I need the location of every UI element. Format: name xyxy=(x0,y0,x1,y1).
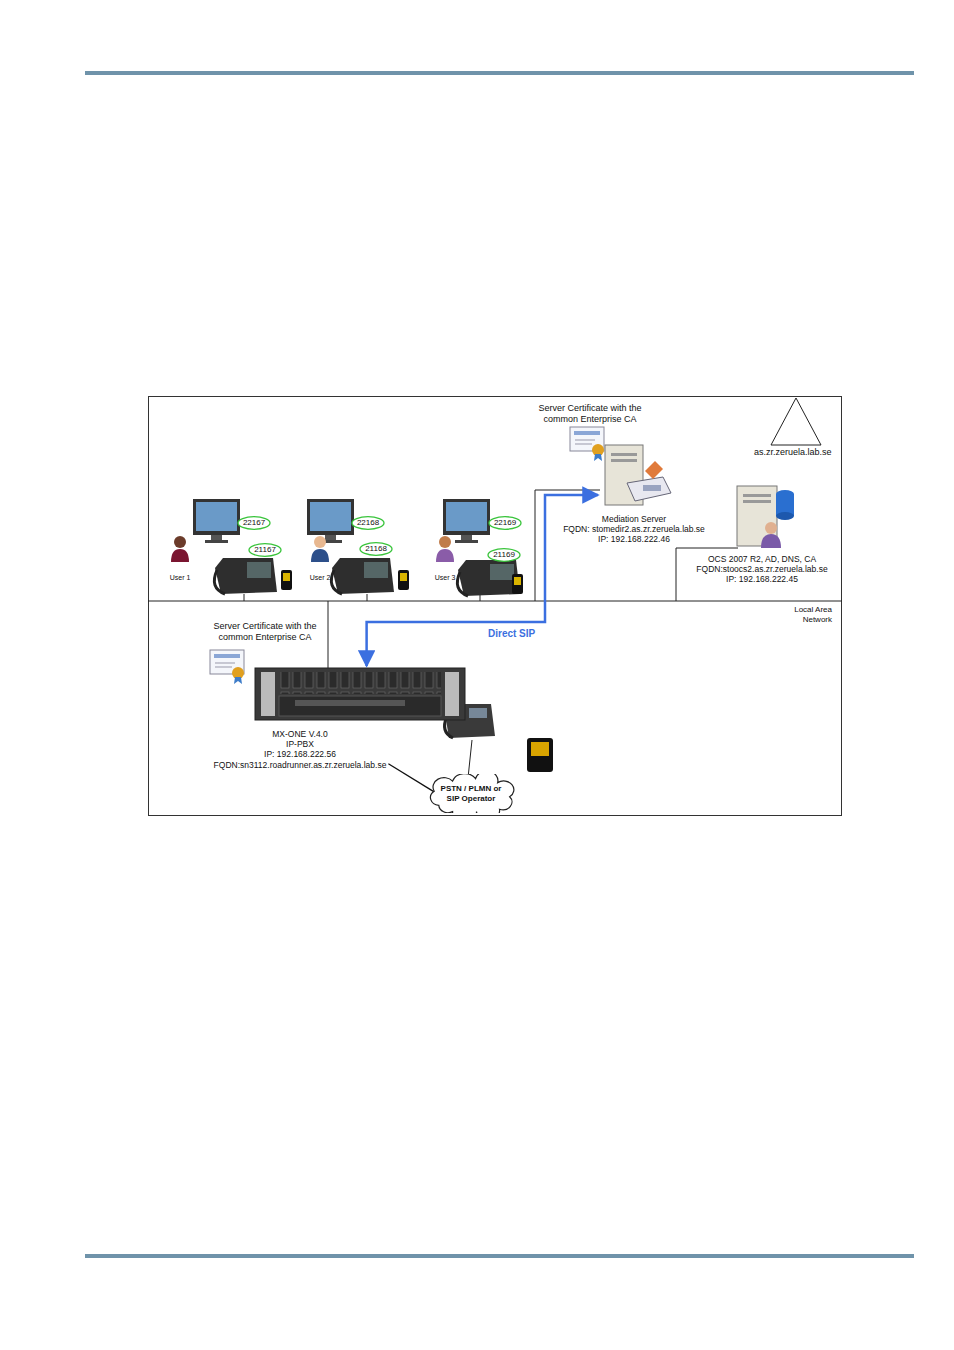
network-cloud: PSTN / PLMN or SIP Operator xyxy=(425,774,517,813)
node-text: Mediation Server xyxy=(563,514,705,524)
oval-outline xyxy=(489,517,521,530)
node-text: MX-ONE V.4.0 xyxy=(214,729,387,739)
desk-phones xyxy=(214,558,553,772)
trunk-line xyxy=(388,764,437,794)
server-box: OCS 2007 R2, AD, DNS, CAFQDN:stoocs2.as.… xyxy=(696,484,827,585)
node-text: 21168 xyxy=(359,542,393,556)
cloud-outline xyxy=(430,774,513,813)
note-label: Local Area Network xyxy=(782,605,832,624)
server-box: Mediation ServerFQDN: stomedir2.as.zr.ze… xyxy=(563,442,705,545)
ocs-server-icon xyxy=(737,486,794,548)
node-text: FQDN: stomedir2.as.zr.zeruela.lab.se xyxy=(563,524,705,534)
node-text: IP-PBX xyxy=(214,739,387,749)
note-label: User 1 xyxy=(169,574,191,582)
sip-trunk-arrow xyxy=(367,495,598,666)
oval-outline xyxy=(238,517,270,530)
node-text: 21167 xyxy=(248,543,282,557)
note-label: Server Certificate with the common Enter… xyxy=(205,621,325,643)
node-text: IP: 192.168.222.56 xyxy=(214,749,387,759)
node-text: FQDN:stoocs2.as.zr.zeruela.lab.se xyxy=(696,564,827,574)
header-rule xyxy=(85,71,914,75)
extension-oval: 22168 xyxy=(351,516,385,530)
extension-oval: 21169 xyxy=(487,548,521,562)
oval-outline xyxy=(352,517,384,530)
server-box: MX-ONE V.4.0IP-PBXIP: 192.168.222.56FQDN… xyxy=(214,666,387,770)
mx-one-chassis xyxy=(255,668,465,720)
node-text: IP: 192.168.222.46 xyxy=(563,534,705,544)
note-label: User 3 xyxy=(434,574,456,582)
oval-outline xyxy=(249,544,281,557)
user-figures xyxy=(171,536,454,562)
mediation-server-icon xyxy=(605,445,671,505)
extension-oval: 22167 xyxy=(237,516,271,530)
node-text: 22168 xyxy=(351,516,385,530)
note-label: User 2 xyxy=(309,574,331,582)
extension-oval: 21168 xyxy=(359,542,393,556)
note-label: as.zr.zeruela.lab.se xyxy=(754,447,844,458)
node-text: PSTN / PLMN or SIP Operator xyxy=(440,784,502,803)
certificate-icons xyxy=(210,427,604,684)
domain-triangle xyxy=(771,398,821,445)
oval-outline xyxy=(360,543,392,556)
frame xyxy=(149,397,842,816)
node-text: 21169 xyxy=(487,548,521,562)
footer-rule xyxy=(85,1254,914,1258)
node-text: 22169 xyxy=(488,516,522,530)
node-text: OCS 2007 R2, AD, DNS, CA xyxy=(696,554,827,564)
edge-label: Direct SIP xyxy=(487,628,536,639)
node-text: FQDN:sn3112.roadrunner.as.zr.zeruela.lab… xyxy=(214,760,387,770)
node-text: IP: 192.168.222.45 xyxy=(696,574,827,584)
oval-outline xyxy=(488,549,520,562)
extension-oval: 22169 xyxy=(488,516,522,530)
note-label: Server Certificate with the common Enter… xyxy=(530,403,650,425)
extension-oval: 21167 xyxy=(248,543,282,557)
node-text: 22167 xyxy=(237,516,271,530)
